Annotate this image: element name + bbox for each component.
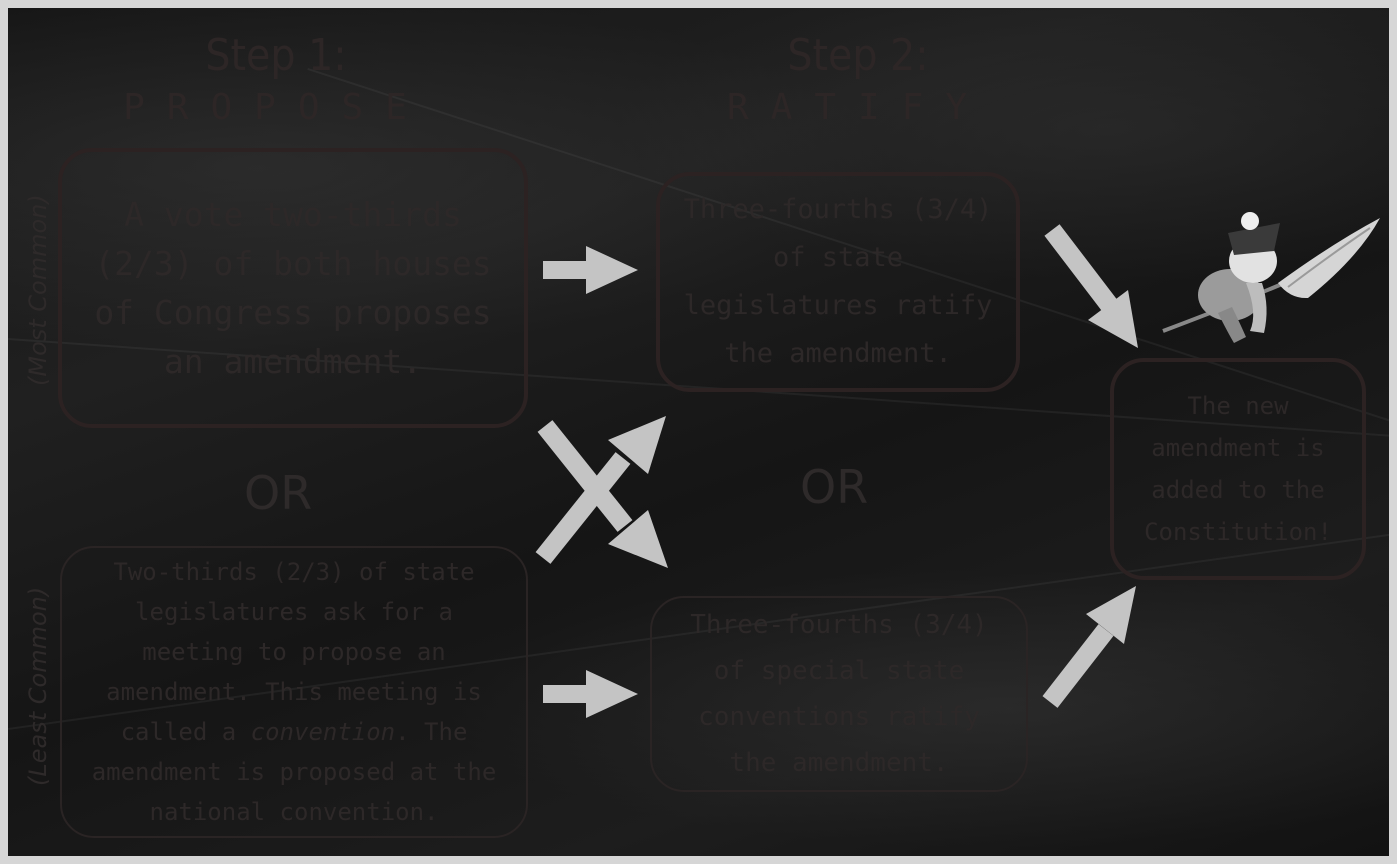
- arrow-to-result-top-shaft: [1044, 224, 1118, 312]
- propose-convention-text-part2: . The amendment is proposed at the natio…: [91, 718, 497, 826]
- propose-congress-box: A vote two-thirds (2/3) of both houses o…: [58, 148, 528, 428]
- propose-convention-text: Two-thirds (2/3) of state legislatures a…: [84, 552, 504, 832]
- result-box: The new amendment is added to the Consti…: [1110, 358, 1366, 580]
- step1-word: PROPOSE: [123, 87, 429, 128]
- step2-title: Step 2:: [787, 30, 929, 81]
- mascot-quill-character-illustration: [1162, 212, 1380, 343]
- arrow-diag-up-head: [608, 416, 666, 474]
- arrow-to-result-top-head: [1088, 290, 1138, 348]
- slide: Step 1: PROPOSE Step 2: RATIFY (Most Com…: [8, 8, 1389, 856]
- ratify-conventions-text: Three-fourths (3/4) of special state con…: [690, 610, 988, 778]
- arrow-right-top: [543, 246, 638, 294]
- convention-term: convention: [250, 718, 396, 746]
- arrows-layer: [535, 224, 1138, 718]
- or-label-propose: OR: [244, 466, 313, 520]
- arrow-diag-down-shaft: [537, 420, 633, 532]
- result-text: The new amendment is added to the Consti…: [1144, 392, 1332, 546]
- ratify-legislatures-box: Three-fourths (3/4) of state legislature…: [656, 172, 1020, 392]
- step2-heading: Step 2: RATIFY: [688, 30, 1028, 128]
- arrow-to-result-bottom-shaft: [1042, 624, 1114, 708]
- propose-congress-text: A vote two-thirds (2/3) of both houses o…: [94, 195, 492, 381]
- step2-word: RATIFY: [726, 87, 990, 128]
- ratify-legislatures-text: Three-fourths (3/4) of state legislature…: [683, 194, 993, 369]
- arrow-diag-up-shaft: [535, 452, 631, 564]
- arrow-to-result-bottom-head: [1086, 586, 1136, 644]
- ratify-conventions-box: Three-fourths (3/4) of special state con…: [650, 596, 1028, 792]
- arrow-diag-down-head: [608, 510, 668, 568]
- or-label-ratify: OR: [800, 460, 869, 514]
- step1-title: Step 1:: [205, 30, 347, 81]
- step1-heading: Step 1: PROPOSE: [92, 30, 460, 128]
- arrow-right-bottom: [543, 670, 638, 718]
- propose-convention-text-part1: Two-thirds (2/3) of state legislatures a…: [106, 558, 482, 746]
- propose-convention-box: Two-thirds (2/3) of state legislatures a…: [60, 546, 528, 838]
